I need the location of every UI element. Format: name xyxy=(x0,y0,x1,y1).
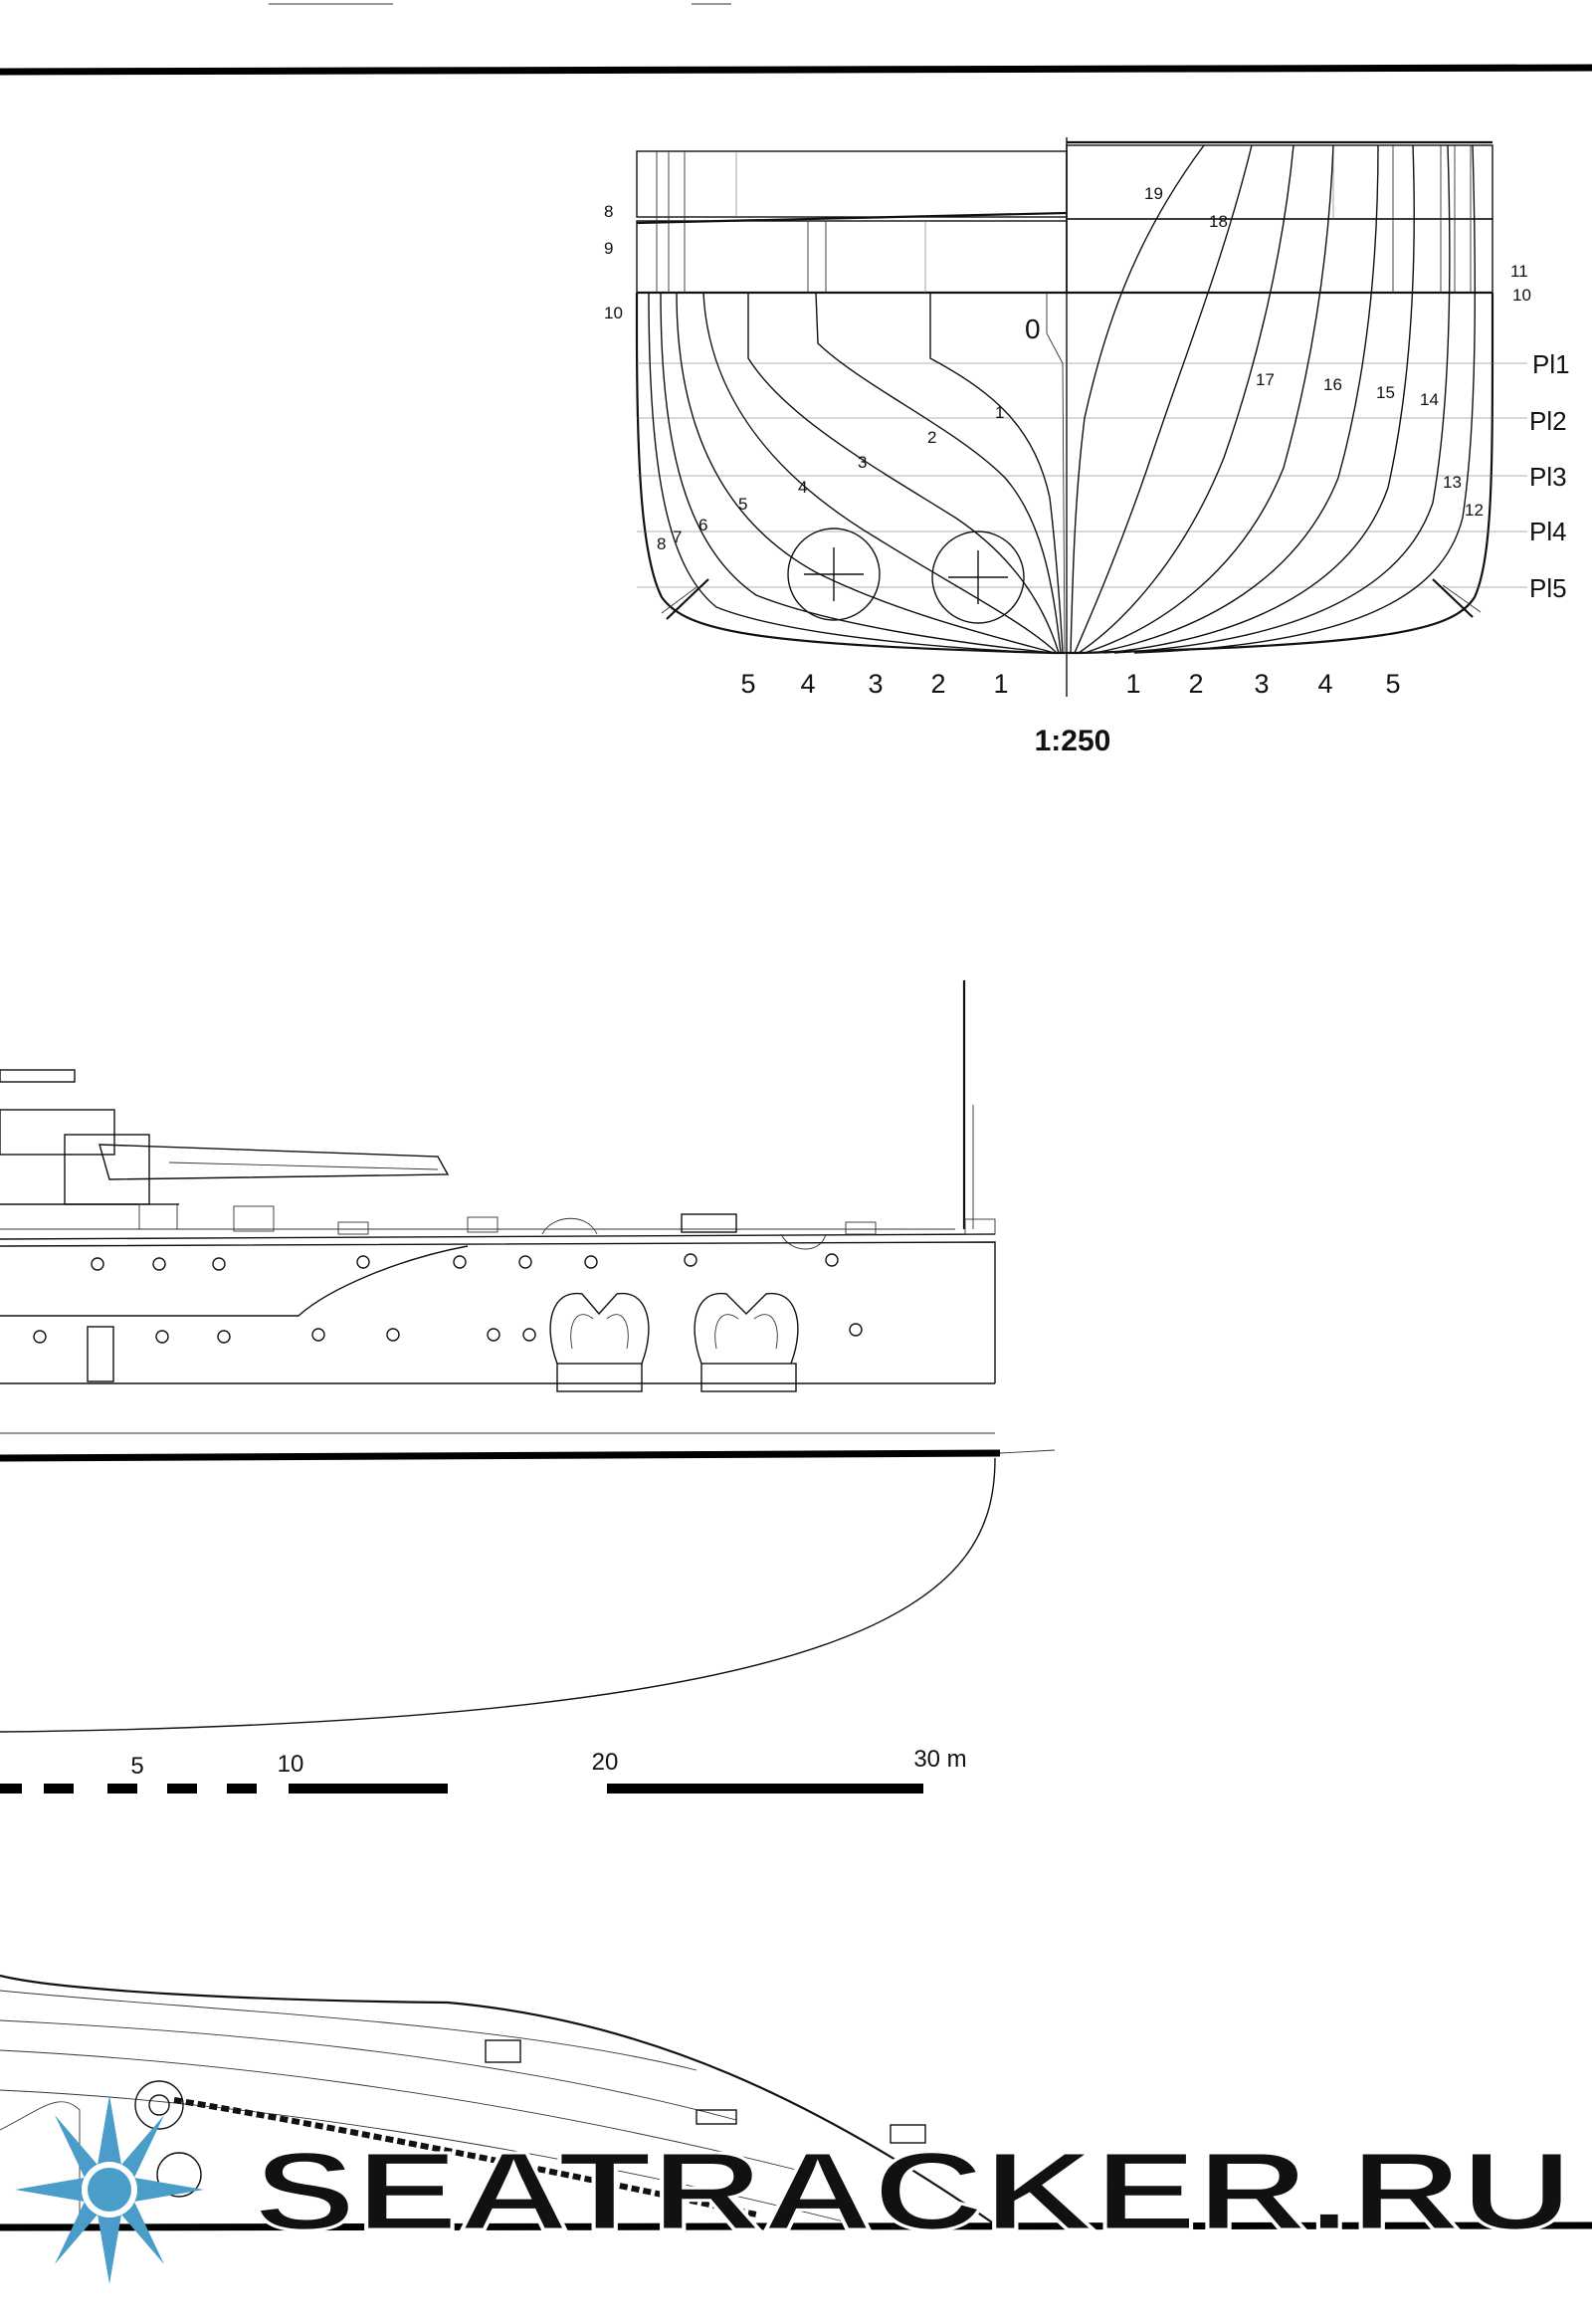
anchor-hawse-2 xyxy=(694,1292,799,1392)
anchor-chain xyxy=(173,2097,757,2218)
station-label-left: 1 xyxy=(993,669,1008,699)
scale-bar-label: 5 xyxy=(130,1753,143,1780)
section-number: 5 xyxy=(738,495,747,514)
forebody-sections xyxy=(648,292,1066,654)
body-plan: 1 2 3 4 5 6 7 8 8 9 10 19 18 17 16 15 14… xyxy=(604,137,1570,757)
section-number: 3 xyxy=(858,453,867,472)
station-label-right: 5 xyxy=(1385,669,1400,699)
upper-hull-side xyxy=(0,1241,996,1383)
station-label-right: 2 xyxy=(1188,669,1203,699)
portholes-upper xyxy=(91,1253,839,1271)
scale-label: 1:250 xyxy=(1035,725,1111,757)
station-label-left: 3 xyxy=(868,669,883,699)
watermark: SEATRACKER.RU xyxy=(15,2095,1574,2284)
section-number: 6 xyxy=(698,516,707,534)
section-number: 14 xyxy=(1420,390,1439,409)
afterbody-section-numbers: 19 18 17 16 15 14 13 12 11 10 xyxy=(1144,184,1531,520)
section-number: 17 xyxy=(1256,370,1275,389)
anchor-hawse-1 xyxy=(549,1292,650,1392)
forebody-section-numbers: 1 2 3 4 5 6 7 8 8 9 10 xyxy=(604,202,1004,553)
top-number: 10 xyxy=(604,304,623,322)
deck-outline xyxy=(0,1974,996,2225)
section-number: 16 xyxy=(1323,375,1342,394)
station-label-left: 4 xyxy=(800,669,815,699)
section-number: 8 xyxy=(657,534,666,553)
afterbody-sections xyxy=(1070,144,1477,654)
watermark-text: SEATRACKER.RU xyxy=(254,2129,1572,2253)
strake-labels: Pl1 Pl2 Pl3 Pl4 Pl5 xyxy=(1529,349,1570,603)
shaft-bossings xyxy=(787,528,1025,624)
top-number: 8 xyxy=(604,202,613,221)
portholes-lower xyxy=(33,1323,863,1344)
section-number: 18 xyxy=(1209,212,1228,231)
body-plan-upper-strakes xyxy=(636,140,1493,295)
sheet-frame xyxy=(0,3,1592,76)
bow-curve xyxy=(0,1457,996,1733)
station-labels: 5 4 3 2 1 1 2 3 4 5 xyxy=(740,669,1400,699)
section-number: 4 xyxy=(798,478,807,497)
station-label-left: 2 xyxy=(930,669,945,699)
section-number: 12 xyxy=(1465,501,1484,520)
deck-fittings xyxy=(0,1203,996,1250)
station-label-right: 3 xyxy=(1254,669,1269,699)
scale-bar-label: 20 xyxy=(592,1749,619,1776)
gun-turret xyxy=(0,1069,450,1205)
top-number: 9 xyxy=(604,239,613,258)
section-number: 2 xyxy=(927,428,936,447)
strake-label: Pl3 xyxy=(1529,462,1567,492)
strake-label: Pl5 xyxy=(1529,573,1567,603)
section-number: 7 xyxy=(673,528,682,546)
strake-label: Pl4 xyxy=(1529,517,1567,546)
edge-number: 10 xyxy=(1512,286,1531,305)
scale-bar: 5 10 20 30 m xyxy=(0,1746,967,1794)
side-elevation: 5 10 20 30 m xyxy=(0,980,1056,1794)
scale-bar-label: 10 xyxy=(278,1751,304,1778)
centerline-station-label: 0 xyxy=(1025,314,1041,344)
station-label-right: 1 xyxy=(1125,669,1140,699)
scale-bar-label: 30 m xyxy=(913,1746,966,1773)
strake-label: Pl1 xyxy=(1532,349,1570,379)
section-number: 15 xyxy=(1376,383,1395,402)
section-number: 1 xyxy=(995,403,1004,422)
edge-number: 11 xyxy=(1510,262,1528,281)
deck-plan xyxy=(0,1974,1592,2231)
compass-star-icon xyxy=(15,2095,204,2284)
bilge-keels xyxy=(661,578,1482,620)
strake-lines xyxy=(637,362,1527,588)
section-number: 19 xyxy=(1144,184,1163,203)
station-label-right: 4 xyxy=(1317,669,1332,699)
station-label-left: 5 xyxy=(740,669,755,699)
hull-section-outline xyxy=(635,293,1494,655)
strake-label: Pl2 xyxy=(1529,406,1567,436)
section-number: 13 xyxy=(1443,473,1462,492)
